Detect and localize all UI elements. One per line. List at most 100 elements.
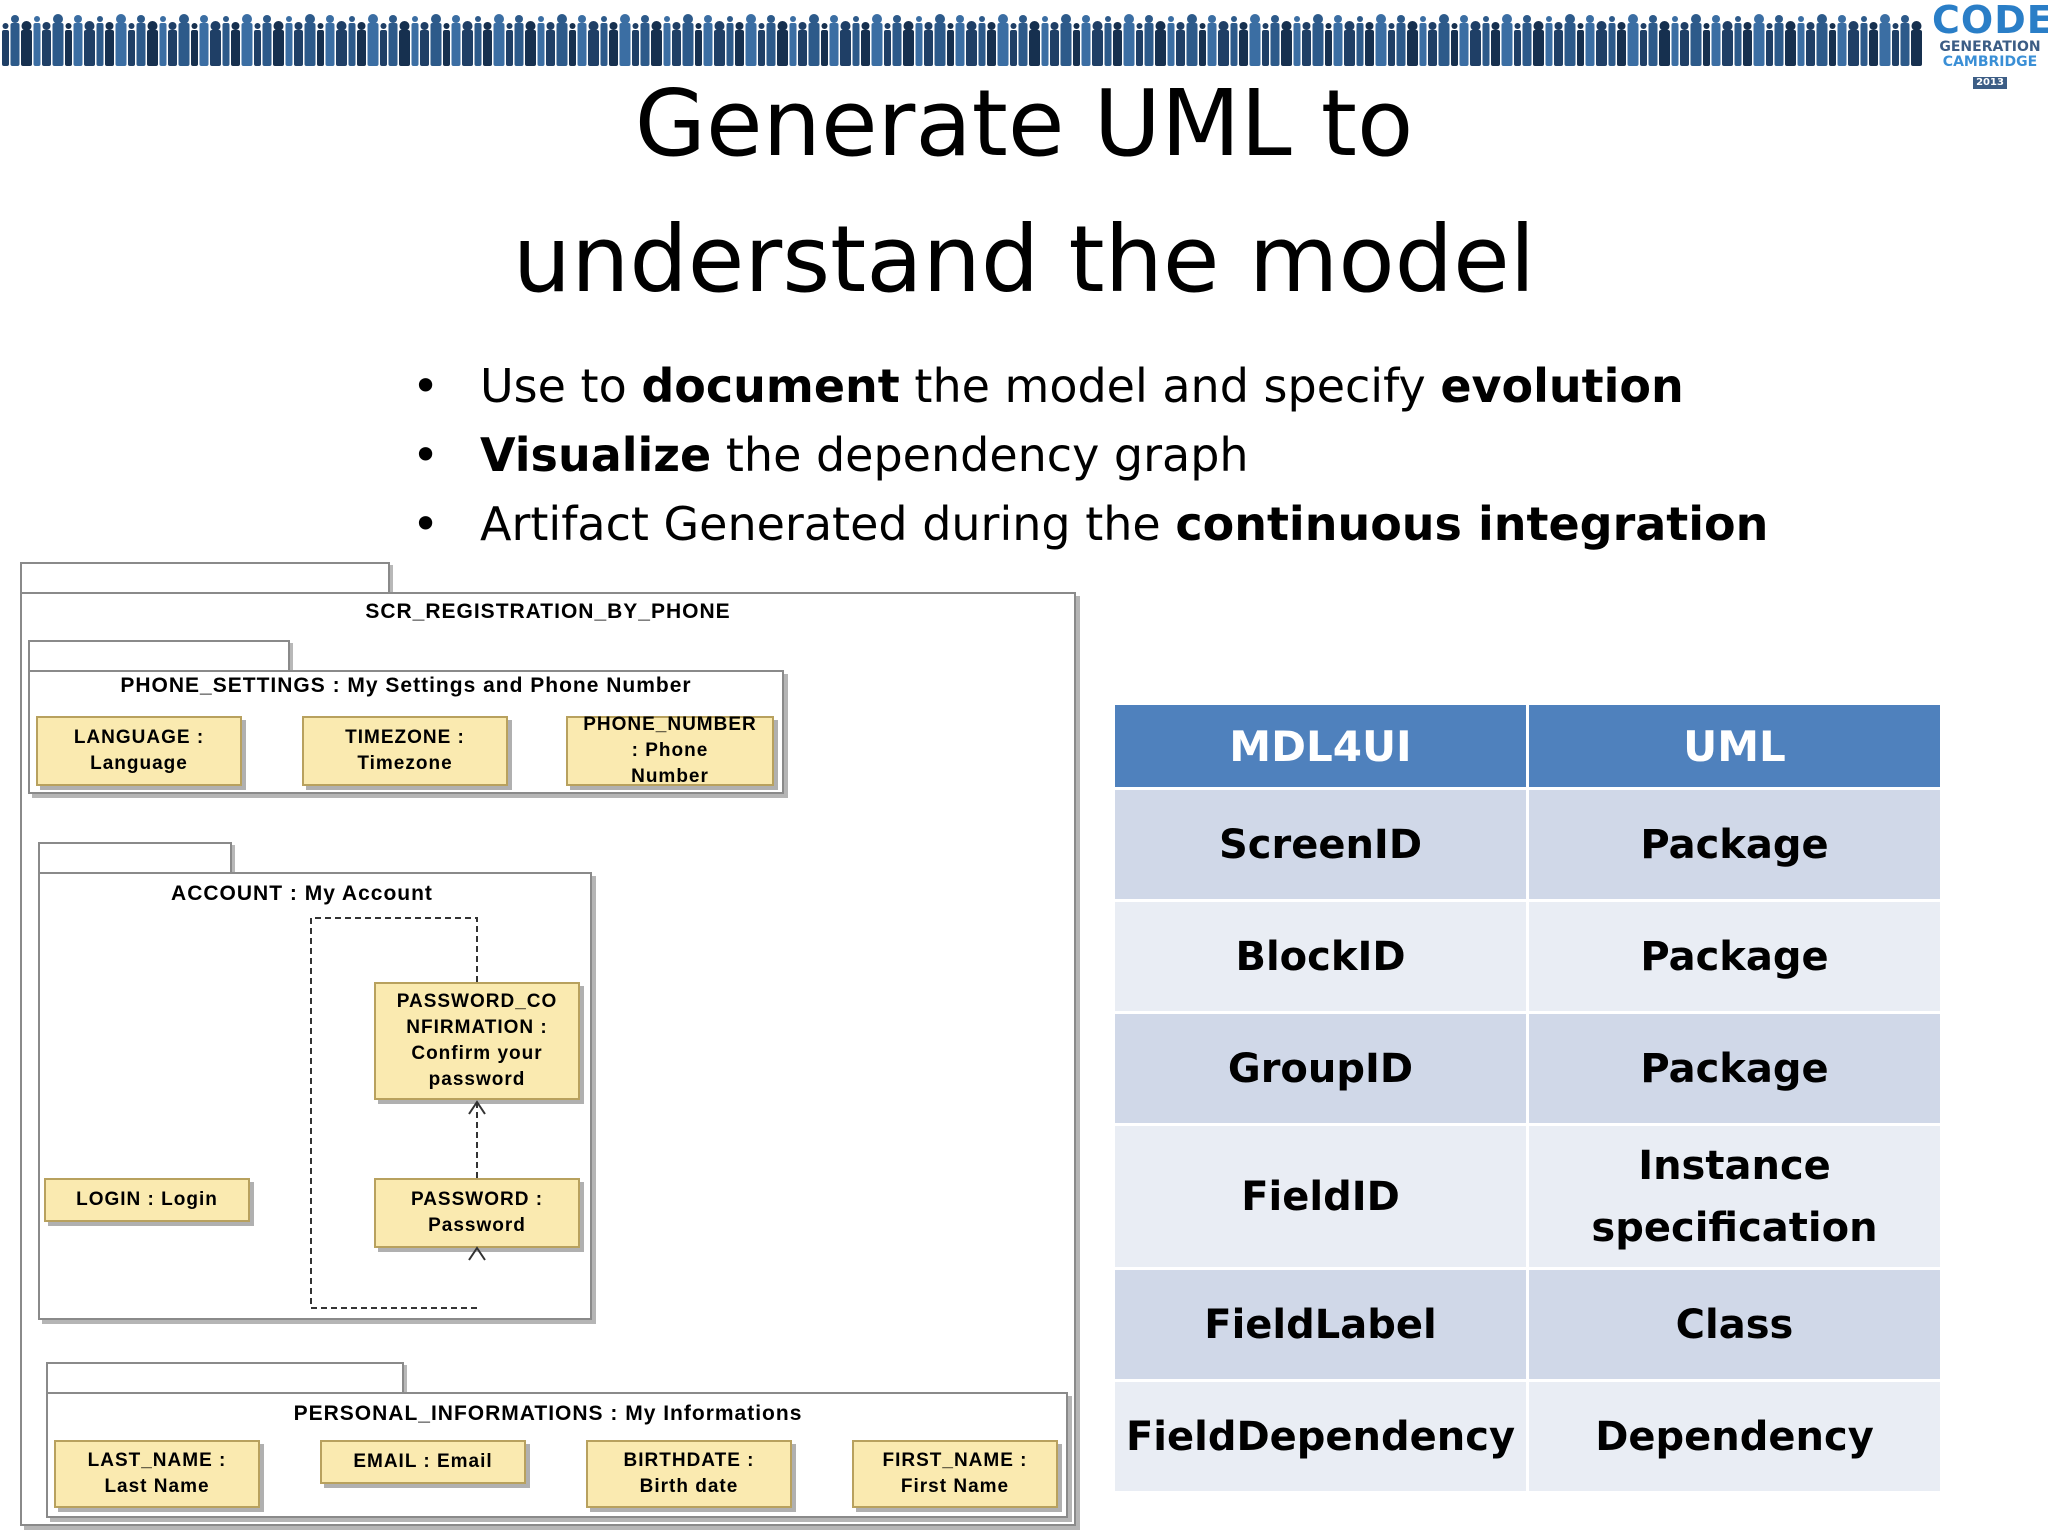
person-silhouette-head: [758, 23, 765, 29]
person-silhouette-body: [1501, 23, 1513, 66]
table-cell: GroupID: [1112, 1011, 1529, 1126]
person-silhouette-head: [872, 14, 882, 24]
person-silhouette-head: [1483, 16, 1489, 22]
person-silhouette-head: [620, 14, 630, 24]
person-silhouette-head: [1617, 22, 1626, 30]
person-silhouette-head: [1113, 22, 1122, 30]
person-silhouette-body: [640, 23, 650, 66]
phone-number-field: PHONE_NUMBER : Phone Number: [566, 714, 774, 787]
person-silhouette-body: [399, 30, 410, 66]
bullet-list: Use to document the model and specify ev…: [412, 352, 1768, 559]
person-silhouette-head: [1523, 15, 1531, 23]
bullet-item: Artifact Generated during the continuous…: [412, 490, 1768, 559]
package-tab: [38, 842, 232, 874]
person-silhouette-body: [1325, 30, 1332, 66]
person-silhouette-body: [430, 23, 442, 66]
person-silhouette-head: [746, 14, 756, 24]
person-silhouette-body: [1627, 23, 1639, 66]
person-silhouette-body: [1249, 23, 1261, 66]
person-silhouette-body: [1081, 23, 1091, 66]
person-silhouette-head: [97, 16, 103, 22]
person-silhouette-body: [1207, 23, 1217, 66]
person-silhouette-body: [632, 30, 639, 66]
person-silhouette-head: [1439, 14, 1449, 24]
person-silhouette-head: [588, 21, 599, 31]
person-silhouette-head: [641, 15, 649, 23]
person-silhouette-body: [388, 23, 398, 66]
person-silhouette-head: [53, 14, 63, 24]
person-silhouette-body: [1734, 23, 1742, 66]
person-silhouette-head: [966, 21, 977, 31]
person-silhouette-head: [462, 21, 473, 31]
person-silhouette-head: [1231, 16, 1237, 22]
package-tab: [28, 640, 290, 672]
person-silhouette-body: [21, 30, 32, 66]
table-cell: FieldLabel: [1112, 1267, 1529, 1382]
person-silhouette-body: [1596, 30, 1607, 66]
person-silhouette-body: [411, 23, 419, 66]
person-silhouette-head: [515, 15, 523, 23]
person-silhouette-head: [137, 15, 145, 23]
person-silhouette-body: [1136, 30, 1143, 66]
person-silhouette-body: [1375, 23, 1387, 66]
person-silhouette-body: [147, 30, 158, 66]
person-silhouette-body: [577, 23, 587, 66]
person-silhouette-body: [348, 23, 356, 66]
person-silhouette-body: [1564, 23, 1576, 66]
bullet-bold-text: Visualize: [480, 428, 712, 482]
person-silhouette-body: [1302, 30, 1311, 66]
person-silhouette-body: [1281, 30, 1292, 66]
person-silhouette-body: [2, 30, 9, 66]
person-silhouette-body: [1640, 30, 1647, 66]
person-silhouette-head: [1155, 21, 1166, 31]
person-silhouette-body: [1396, 23, 1406, 66]
person-silhouette-body: [357, 30, 366, 66]
person-silhouette-head: [727, 16, 733, 22]
person-silhouette-body: [294, 30, 303, 66]
person-silhouette-body: [1092, 30, 1103, 66]
person-silhouette-head: [2, 23, 9, 29]
person-silhouette-head: [987, 22, 996, 30]
person-silhouette-head: [956, 15, 964, 23]
person-silhouette-head: [546, 22, 555, 30]
timezone-field: TIMEZONE : Timezone: [302, 716, 508, 786]
person-silhouette-head: [116, 14, 126, 24]
slide-title-line-1: Generate UML to: [634, 70, 1414, 177]
person-silhouette-body: [1892, 30, 1899, 66]
person-silhouette-body: [1743, 30, 1752, 66]
person-silhouette-body: [1262, 30, 1269, 66]
person-silhouette-body: [619, 23, 631, 66]
person-silhouette-body: [537, 23, 545, 66]
person-silhouette-body: [1829, 30, 1836, 66]
person-silhouette-head: [1766, 23, 1773, 29]
code-generation-logo: CODE GENERATION CAMBRIDGE 2013: [1932, 0, 2048, 89]
person-silhouette-body: [115, 23, 127, 66]
person-silhouette-body: [777, 30, 788, 66]
person-silhouette-head: [1239, 22, 1248, 30]
table-cell: ScreenID: [1112, 787, 1529, 902]
person-silhouette-body: [380, 30, 387, 66]
header-mdl4ui: MDL4UI: [1112, 702, 1529, 790]
person-silhouette-head: [1838, 15, 1846, 23]
person-silhouette-head: [1042, 16, 1048, 22]
person-silhouette-body: [871, 23, 883, 66]
person-silhouette-head: [160, 16, 166, 22]
person-silhouette-head: [1218, 21, 1229, 31]
person-silhouette-body: [1482, 23, 1490, 66]
person-silhouette-head: [179, 14, 189, 24]
person-silhouette-head: [1388, 23, 1395, 29]
person-silhouette-head: [1502, 14, 1512, 24]
person-silhouette-body: [1680, 30, 1689, 66]
person-silhouette-body: [159, 23, 167, 66]
person-silhouette-head: [1817, 14, 1827, 24]
person-silhouette-head: [809, 14, 819, 24]
logo-year-text: 2013: [1973, 77, 2007, 89]
person-silhouette-body: [451, 23, 461, 66]
person-silhouette-head: [1880, 14, 1890, 24]
person-silhouette-body: [1514, 30, 1521, 66]
person-silhouette-body: [443, 30, 450, 66]
person-silhouette-body: [1333, 23, 1343, 66]
crowd-banner: [2, 14, 1922, 66]
person-silhouette-head: [632, 23, 639, 29]
bullet-text: the model and specify: [899, 359, 1441, 413]
